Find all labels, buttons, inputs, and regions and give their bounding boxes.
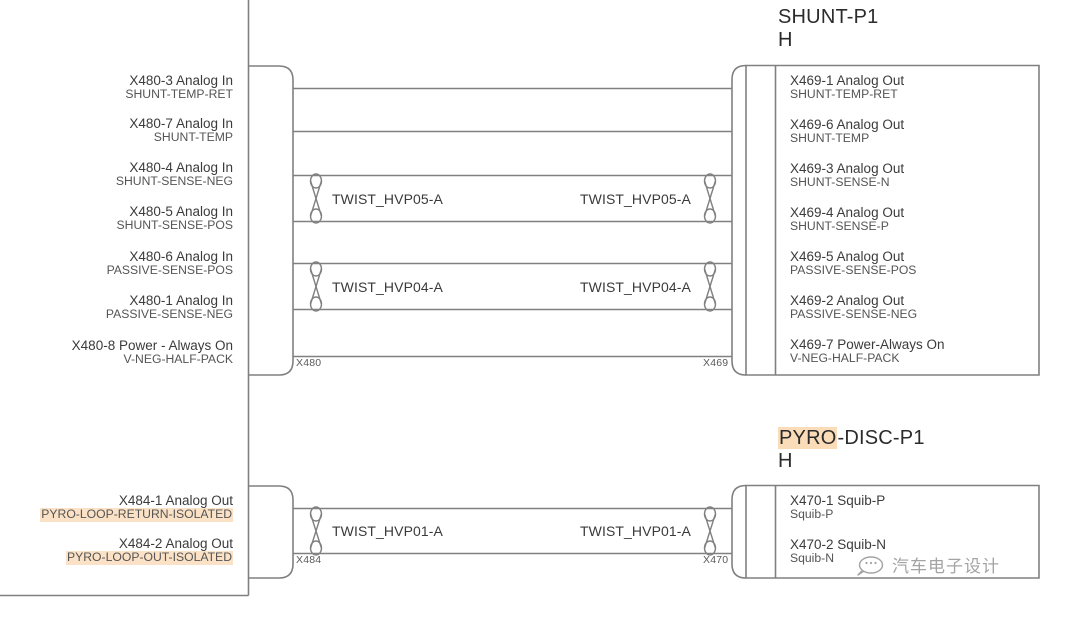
connector-body-x470-box — [745, 484, 1040, 579]
pin-id: X480-1 Analog In — [129, 293, 233, 308]
pin-row: X470-1 Squib-P Squib-P — [790, 493, 885, 522]
twist-symbol-hvp04-left — [309, 261, 323, 312]
twist-symbol-hvp05-left — [309, 173, 323, 224]
pin-row: X469-3 Analog Out SHUNT-SENSE-N — [790, 161, 904, 190]
pin-row: X480-6 Analog In PASSIVE-SENSE-POS — [107, 249, 233, 278]
pin-net: SHUNT-SENSE-P — [790, 219, 889, 234]
pin-row: X480-4 Analog In SHUNT-SENSE-NEG — [116, 160, 233, 189]
pin-id: X470-1 Squib-P — [790, 493, 886, 508]
pin-net: PYRO-LOOP-OUT-ISOLATED — [65, 550, 233, 565]
pin-id: X469-5 Analog Out — [790, 249, 905, 264]
pin-row: X484-2 Analog Out PYRO-LOOP-OUT-ISOLATED — [65, 536, 233, 565]
pin-id: X484-1 Analog Out — [118, 493, 233, 508]
twist-label-hvp01-right: TWIST_HVP01-A — [580, 523, 691, 539]
connector-body-x469-nose — [731, 64, 747, 376]
twist-label-hvp01-left: TWIST_HVP01-A — [332, 523, 443, 539]
pin-id: X480-5 Analog In — [129, 204, 233, 219]
pin-net: SHUNT-SENSE-N — [790, 175, 890, 190]
twist-label-hvp05-left: TWIST_HVP05-A — [332, 191, 443, 207]
pin-net: PASSIVE-SENSE-POS — [106, 263, 233, 278]
pin-row: X480-7 Analog In SHUNT-TEMP — [129, 116, 233, 145]
pin-id: X480-8 Power - Always On — [71, 338, 233, 353]
connector-ref-x480: X480 — [296, 357, 322, 369]
pin-row: X469-1 Analog Out SHUNT-TEMP-RET — [790, 73, 904, 102]
pin-net: Squib-N — [790, 551, 835, 566]
pin-net: PASSIVE-SENSE-POS — [790, 263, 917, 278]
pin-row: X470-2 Squib-N Squib-N — [790, 537, 886, 566]
connector-body-x470-nose — [731, 484, 747, 579]
connector-title-pyro-rest: -DISC-P1 — [837, 427, 925, 449]
connector-ref-x470: X470 — [703, 554, 729, 566]
twist-symbol-hvp04-right — [703, 261, 717, 312]
pin-net: SHUNT-TEMP-RET — [125, 87, 233, 102]
pin-net: SHUNT-TEMP-RET — [790, 87, 898, 102]
pin-id: X480-4 Analog In — [129, 160, 233, 175]
pin-row: X480-5 Analog In SHUNT-SENSE-POS — [117, 204, 233, 233]
twist-label-hvp04-left: TWIST_HVP04-A — [332, 279, 443, 295]
pin-net: SHUNT-SENSE-POS — [116, 218, 233, 233]
pin-net: SHUNT-TEMP — [153, 130, 233, 145]
connector-title-shunt-sub: H — [778, 29, 793, 51]
twist-label-hvp04-right: TWIST_HVP04-A — [580, 279, 691, 295]
pin-net: PYRO-LOOP-RETURN-ISOLATED — [40, 507, 233, 522]
pin-id: X480-7 Analog In — [129, 116, 233, 131]
pin-row: X480-8 Power - Always On V-NEG-HALF-PACK — [72, 338, 233, 367]
pin-id: X469-1 Analog Out — [790, 73, 905, 88]
twist-label-hvp05-right: TWIST_HVP05-A — [580, 191, 691, 207]
pin-net: V-NEG-HALF-PACK — [790, 351, 900, 366]
connector-ref-x484: X484 — [296, 554, 322, 566]
pin-id: X469-7 Power-Always On — [790, 337, 945, 352]
pin-row: X469-4 Analog Out SHUNT-SENSE-P — [790, 205, 904, 234]
connector-title-pyro-highlight: PYRO — [778, 427, 838, 449]
pin-row: X484-1 Analog Out PYRO-LOOP-RETURN-ISOLA… — [40, 493, 233, 522]
connector-title-shunt-main: SHUNT-P1 — [778, 6, 879, 28]
pin-id: X469-3 Analog Out — [790, 161, 905, 176]
pin-net: SHUNT-SENSE-NEG — [115, 174, 233, 189]
pin-id: X480-6 Analog In — [129, 249, 233, 264]
pin-row: X469-6 Analog Out SHUNT-TEMP — [790, 117, 904, 146]
pin-id: X484-2 Analog Out — [118, 536, 233, 551]
pin-row: X469-2 Analog Out PASSIVE-SENSE-NEG — [790, 293, 917, 322]
pin-id: X469-6 Analog Out — [790, 117, 905, 132]
twist-symbol-hvp05-right — [703, 173, 717, 224]
connector-body-x484 — [249, 485, 294, 579]
connector-title-pyro-sub: H — [778, 450, 793, 472]
twist-symbol-hvp01-left — [309, 506, 323, 556]
pin-row: X480-1 Analog In PASSIVE-SENSE-NEG — [106, 293, 233, 322]
pin-row: X480-3 Analog In SHUNT-TEMP-RET — [125, 73, 233, 102]
pin-row: X469-5 Analog Out PASSIVE-SENSE-POS — [790, 249, 916, 278]
connector-body-x469-box — [745, 64, 1040, 376]
connector-ref-x469: X469 — [703, 357, 729, 369]
pin-net: V-NEG-HALF-PACK — [123, 352, 233, 367]
pin-id: X469-2 Analog Out — [790, 293, 905, 308]
pin-row: X469-7 Power-Always On V-NEG-HALF-PACK — [790, 337, 945, 366]
twist-symbol-hvp01-right — [703, 506, 717, 556]
pin-net: PASSIVE-SENSE-NEG — [105, 307, 233, 322]
connector-title-pyro: PYRO-DISC-P1 H — [778, 427, 925, 473]
pin-net: SHUNT-TEMP — [790, 131, 870, 146]
pin-id: X470-2 Squib-N — [790, 537, 887, 552]
pin-net: PASSIVE-SENSE-NEG — [790, 307, 918, 322]
pin-net: Squib-P — [790, 507, 834, 522]
connector-title-shunt: SHUNT-P1 H — [778, 6, 879, 52]
pin-id: X469-4 Analog Out — [790, 205, 905, 220]
pin-id: X480-3 Analog In — [129, 73, 233, 88]
connector-body-x480 — [249, 65, 294, 376]
